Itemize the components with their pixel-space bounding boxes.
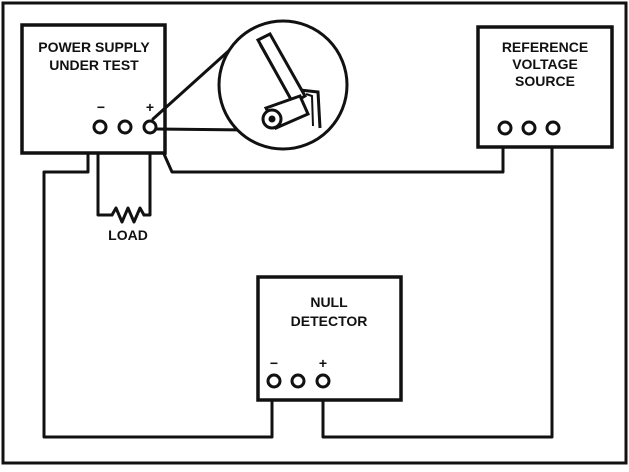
power-supply-minus-sign: − [97,99,105,115]
null-detector-plus-sign: + [319,355,327,371]
null-detector-title-line1: NULL [310,294,348,310]
load-label: LOAD [108,227,148,243]
power-supply-title-line1: POWER SUPPLY [38,39,150,55]
power-supply-title-line2: UNDER TEST [49,57,139,73]
power-supply-terminal-plus [142,119,158,135]
reference-title-line2: VOLTAGE [512,56,578,72]
null-detector-box [256,275,403,402]
wire-reference-to-detector-plus [321,126,554,439]
probe-clip-on-terminal-icon [217,19,349,151]
reference-voltage-block: REFERENCE VOLTAGE SOURCE [476,25,614,149]
reference-title-line1: REFERENCE [502,39,588,55]
null-detector-title-line2: DETECTOR [291,313,368,329]
wire-load-left [96,125,114,217]
reference-title-line3: SOURCE [515,73,575,89]
outer-frame [1,1,628,465]
power-supply-plus-sign: + [146,99,154,115]
null-detector-minus-sign: − [270,355,278,371]
null-detector-block: NULL DETECTOR − + [256,275,403,402]
inset-probe-highlight [259,44,291,99]
reference-terminal-2 [521,120,537,136]
reference-terminal-3 [545,120,561,136]
inset-panel-edge [299,88,322,129]
inset-panel-edge-inner [305,93,314,127]
power-supply-block: POWER SUPPLY UNDER TEST − + [20,23,167,155]
power-supply-terminal-minus [92,119,108,135]
power-supply-terminal-middle [117,119,133,135]
null-detector-terminal-minus [266,373,282,389]
reference-terminal-1 [497,120,513,136]
power-supply-box [20,23,167,155]
wire-load-right [142,125,152,217]
load-resistor: LOAD [108,206,148,243]
inset-terminal-hole [268,115,276,123]
null-detector-terminal-middle [290,373,306,389]
null-detector-terminal-plus [315,373,331,389]
inset-callout-line-lower [155,127,250,132]
